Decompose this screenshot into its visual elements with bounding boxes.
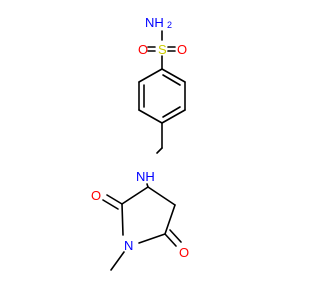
bond-ring-6 xyxy=(138,68,163,83)
bond-n-c2 xyxy=(121,203,124,236)
bond-c5-o-a xyxy=(164,233,177,247)
bond-ch2-nh xyxy=(156,147,163,154)
atom-sulfonyl-oxygen-left: O xyxy=(138,42,148,57)
bond-c3-c2 xyxy=(121,186,149,205)
atom-carbonyl-oxygen-lower: O xyxy=(179,245,189,260)
bond-c3-c4 xyxy=(147,186,176,206)
atom-carbonyl-oxygen-upper: O xyxy=(91,188,101,203)
atom-sulfonamide-h-subscript: 2 xyxy=(167,20,172,30)
atom-ring-nitrogen: N xyxy=(124,238,133,253)
bond-c4-c5 xyxy=(164,204,176,235)
bond-ring-inner-1 xyxy=(162,74,181,86)
bond-ring-4 xyxy=(138,109,163,124)
bond-ring-1 xyxy=(161,68,186,83)
bonds xyxy=(102,30,186,271)
bond-ring-3 xyxy=(161,109,186,124)
atom-sulfonamide-nitrogen: NH xyxy=(145,15,164,30)
bond-c2-o-a xyxy=(106,194,123,205)
atom-amine-nitrogen: NH xyxy=(136,169,155,184)
bond-c5-o-b xyxy=(169,229,182,243)
atom-sulfonyl-oxygen-right: O xyxy=(177,42,187,57)
bond-c5-n xyxy=(138,233,166,244)
bond-c2-o-b xyxy=(102,199,119,210)
atom-labels: NH 2 O S O NH O N O xyxy=(91,15,189,260)
molecule-diagram: NH 2 O S O NH O N O xyxy=(91,15,189,271)
bond-n-methyl xyxy=(110,251,125,271)
structure-svg: NH 2 O S O NH O N O xyxy=(91,15,189,271)
atom-sulfur: S xyxy=(158,42,167,57)
bond-ring-inner-2 xyxy=(162,106,181,118)
